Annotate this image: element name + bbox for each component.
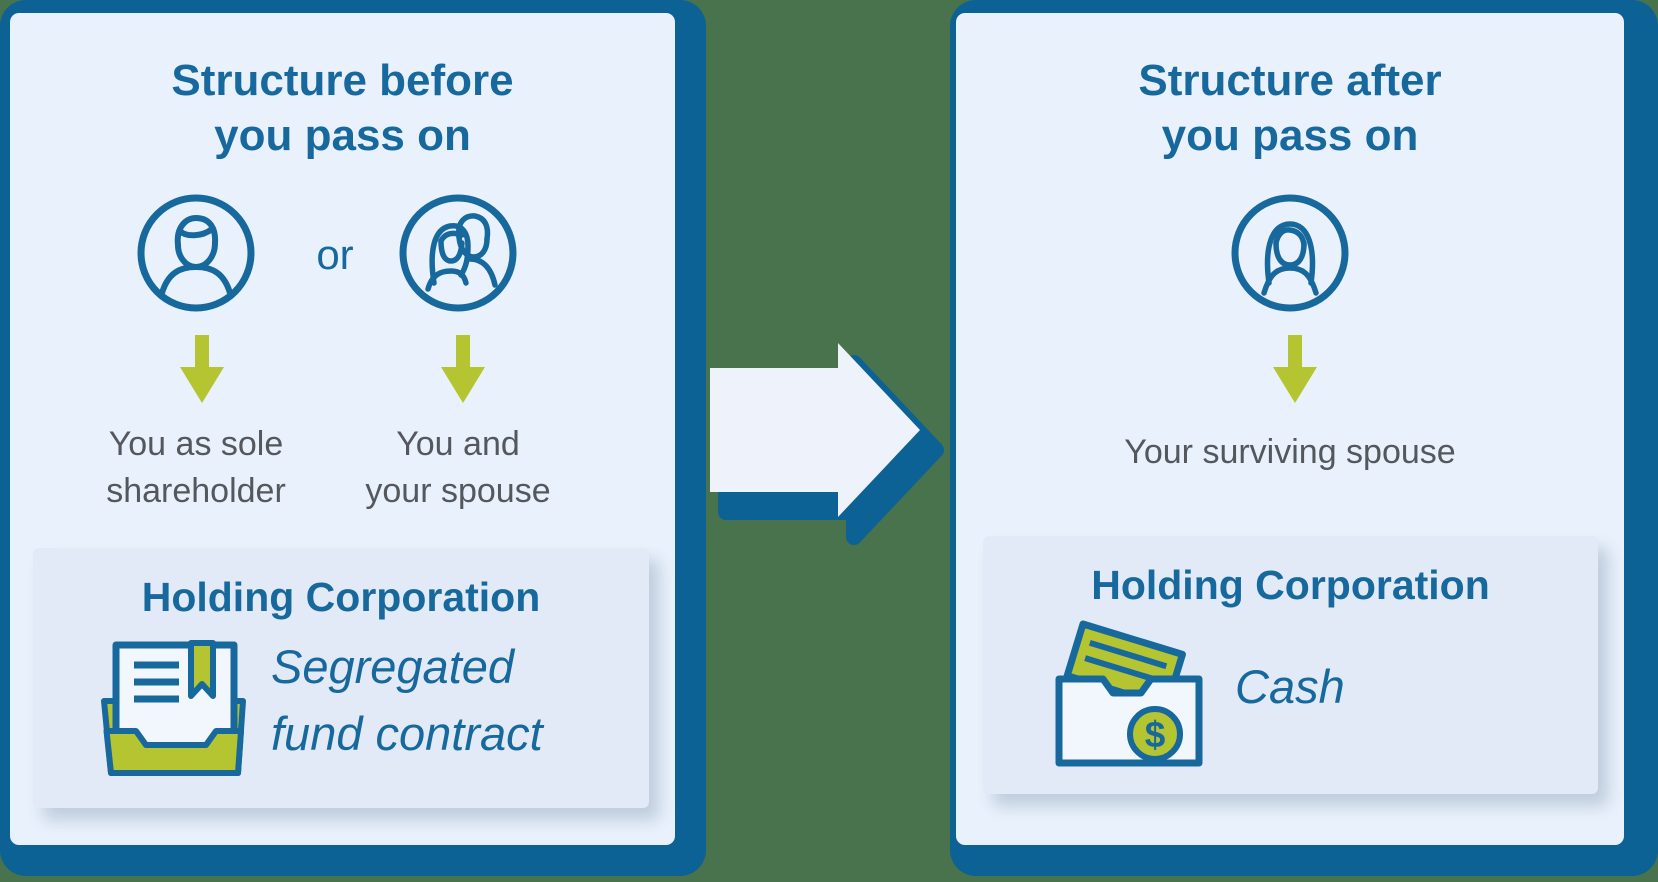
option1-line1: You as sole (108, 425, 284, 463)
after-title-line2: you pass on (1161, 111, 1419, 160)
option2-line1: You and (396, 425, 520, 463)
document-tray-icon (101, 640, 246, 776)
cash-label: Cash (1235, 660, 1345, 713)
before-panel: Structure before you pass on or (0, 0, 706, 876)
before-holding-title: Holding Corporation (141, 574, 541, 620)
before-holding-box: Holding Corporation Segregated (33, 548, 649, 808)
option-sole-shareholder-label: You as sole shareholder (26, 421, 366, 515)
couple-icon (399, 194, 517, 312)
segregated-fund-label: Segregated fund contract (271, 634, 543, 767)
after-holding-title: Holding Corporation (1091, 562, 1490, 608)
or-label: or (316, 231, 354, 278)
arrow-down-icon (441, 335, 485, 403)
person-icon (137, 194, 255, 312)
before-panel-inner: Structure before you pass on or (10, 13, 675, 845)
after-title-line1: Structure after (1138, 56, 1442, 105)
seg-line2: fund contract (271, 706, 543, 760)
arrow-down-icon (180, 335, 224, 403)
arrow-right-icon (710, 343, 944, 545)
option1-line2: shareholder (106, 471, 286, 510)
svg-text:$: $ (1145, 714, 1166, 755)
after-panel-inner: Structure after you pass on Your survivi… (956, 13, 1624, 845)
after-panel-title: Structure after you pass on (956, 53, 1624, 163)
after-holding-box: Holding Corporation $ Cash (983, 536, 1598, 794)
after-panel: Structure after you pass on Your survivi… (950, 0, 1658, 876)
before-title-line2: you pass on (214, 111, 471, 160)
option2-line2: your spouse (365, 471, 551, 510)
before-panel-title: Structure before you pass on (10, 53, 675, 163)
seg-line1: Segregated (271, 640, 515, 693)
arrow-down-icon (1273, 335, 1317, 403)
before-title-line1: Structure before (171, 56, 514, 105)
option-you-and-spouse-label: You and your spouse (288, 421, 628, 515)
surviving-spouse-label: Your surviving spouse (1124, 433, 1456, 471)
wallet-cash-icon: $ (1055, 620, 1203, 767)
woman-icon (1231, 194, 1349, 312)
